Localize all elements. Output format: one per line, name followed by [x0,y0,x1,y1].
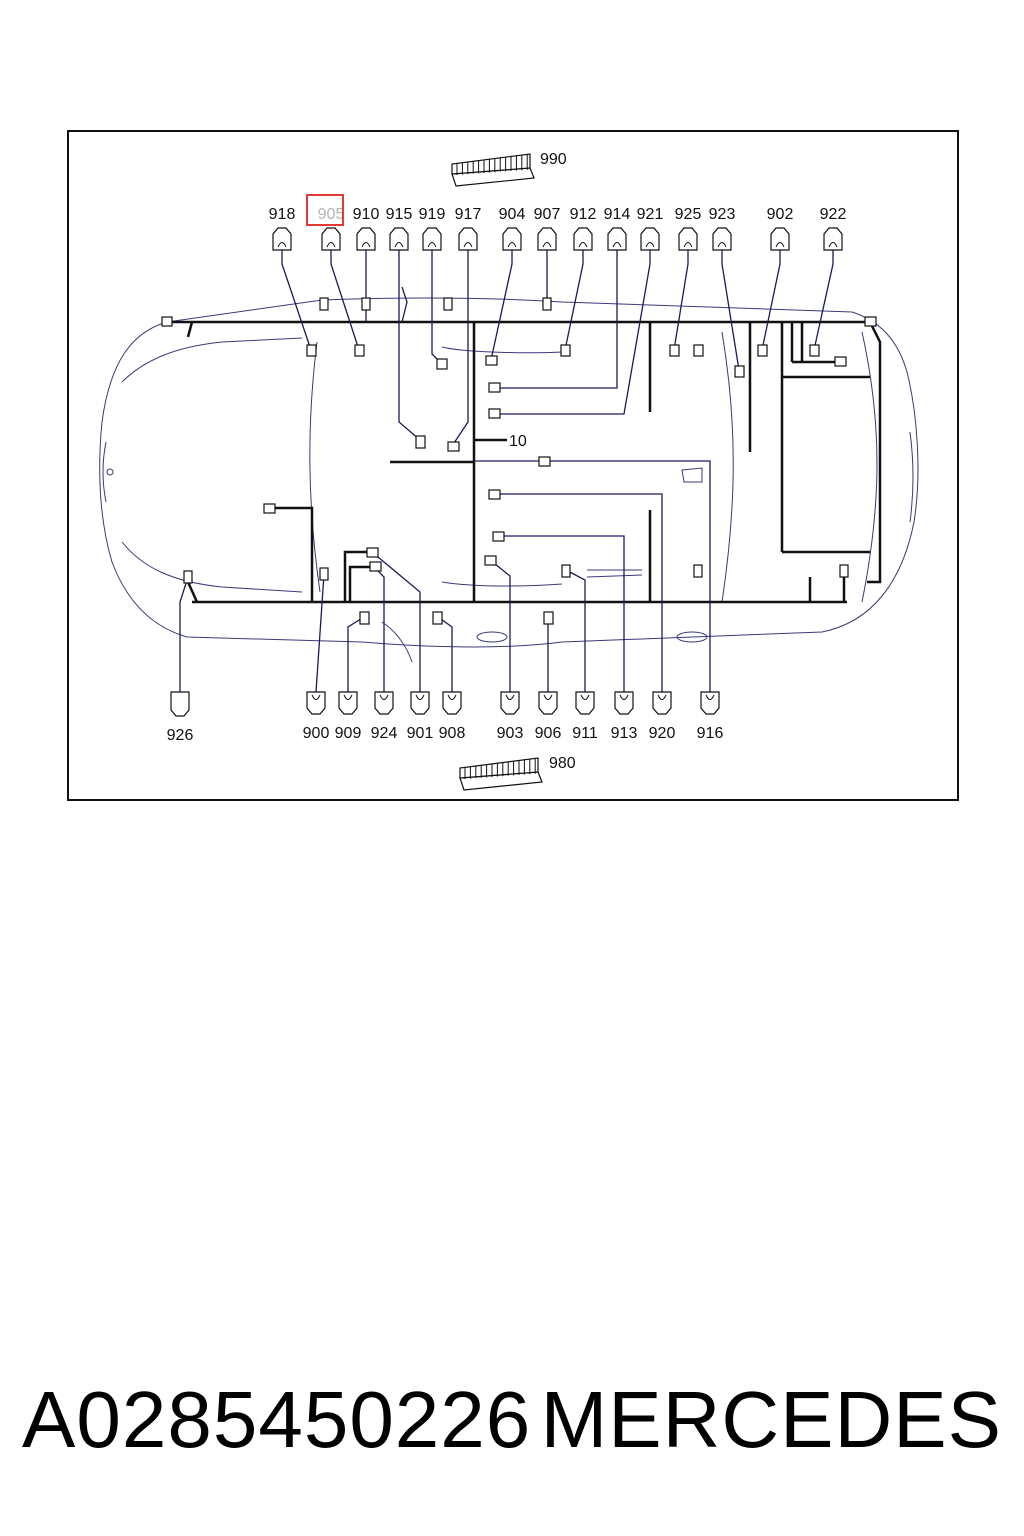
connector-label-909: 909 [335,725,362,742]
connector-label-924: 924 [371,725,398,742]
connector-909: 909 [335,691,362,742]
connector-label-923: 923 [709,206,736,223]
connector-label-904: 904 [499,206,526,223]
connector-label-911: 911 [572,725,598,742]
bottom-connector-row: 900 909 924 901 908 903 906 911 913 920 916 926 [167,691,724,744]
connector-label-926: 926 [167,727,194,744]
branch-label: 10 [509,433,527,450]
connector-label-915: 915 [386,206,413,223]
connector-902: 902 [767,206,794,251]
connector-label-905: 905 [318,206,345,223]
connector-911: 911 [572,691,598,742]
wiring-diagram: 918 905 910 915 919 917 904 907 912 914 921 925 923 9… [99,151,919,791]
connector-917: 917 [455,206,482,251]
connector-label-922: 922 [820,206,847,223]
connector-label-902: 902 [767,206,794,223]
connector-label-916: 916 [697,725,724,742]
footer: A0285450226 MERCEDES [0,1370,1024,1470]
connector-923: 923 [709,206,736,251]
connector-914: 914 [604,206,631,251]
connector-926: 926 [167,691,194,744]
wiring-diagram-frame: 918 905 910 915 919 917 904 907 912 914 921 925 923 9… [67,130,959,801]
connector-label-901: 901 [407,725,434,742]
connector-913: 913 [611,691,638,742]
connector-label-919: 919 [419,206,446,223]
connector-label-925: 925 [675,206,702,223]
connector-920: 920 [649,691,676,742]
top-connector-row: 918 905 910 915 919 917 904 907 912 914 921 925 923 9… [269,206,847,251]
connector-900: 900 [303,691,330,742]
connector-label-900: 900 [303,725,330,742]
connector-label-921: 921 [637,206,664,223]
connector-912: 912 [570,206,597,251]
connector-label-903: 903 [497,725,524,742]
branch-wires [179,250,834,693]
connector-label-910: 910 [353,206,380,223]
connector-label-918: 918 [269,206,296,223]
connector-910: 910 [353,206,380,251]
part-number: A0285450226 [22,1375,532,1464]
connector-918: 918 [269,206,296,251]
car-outline [99,297,919,663]
highlight-box [306,194,344,226]
connector-label-920: 920 [649,725,676,742]
connector-907: 907 [534,206,561,251]
connector-925: 925 [675,206,702,251]
connector-906: 906 [535,691,562,742]
top-multipin-label: 990 [540,151,567,168]
connector-label-914: 914 [604,206,631,223]
connector-922: 922 [820,206,847,251]
connector-908: 908 [439,691,466,742]
connector-903: 903 [497,691,524,742]
connector-919: 919 [419,206,446,251]
main-harness-trunks [172,320,882,604]
connector-label-907: 907 [534,206,561,223]
splice-points [161,297,877,625]
connector-label-913: 913 [611,725,638,742]
connector-915: 915 [386,206,413,251]
connector-901: 901 [407,691,434,742]
connector-921: 921 [637,206,664,251]
connector-905: 905 [318,206,345,251]
connector-label-906: 906 [535,725,562,742]
connector-label-917: 917 [455,206,482,223]
connector-924: 924 [371,691,398,742]
connector-label-908: 908 [439,725,466,742]
brand-name: MERCEDES [540,1375,1002,1464]
connector-904: 904 [499,206,526,251]
connector-label-912: 912 [570,206,597,223]
top-multipin-connector: 990 [451,151,567,187]
connector-916: 916 [697,691,724,742]
bottom-multipin-connector: 980 [459,755,576,791]
bottom-multipin-label: 980 [549,755,576,772]
